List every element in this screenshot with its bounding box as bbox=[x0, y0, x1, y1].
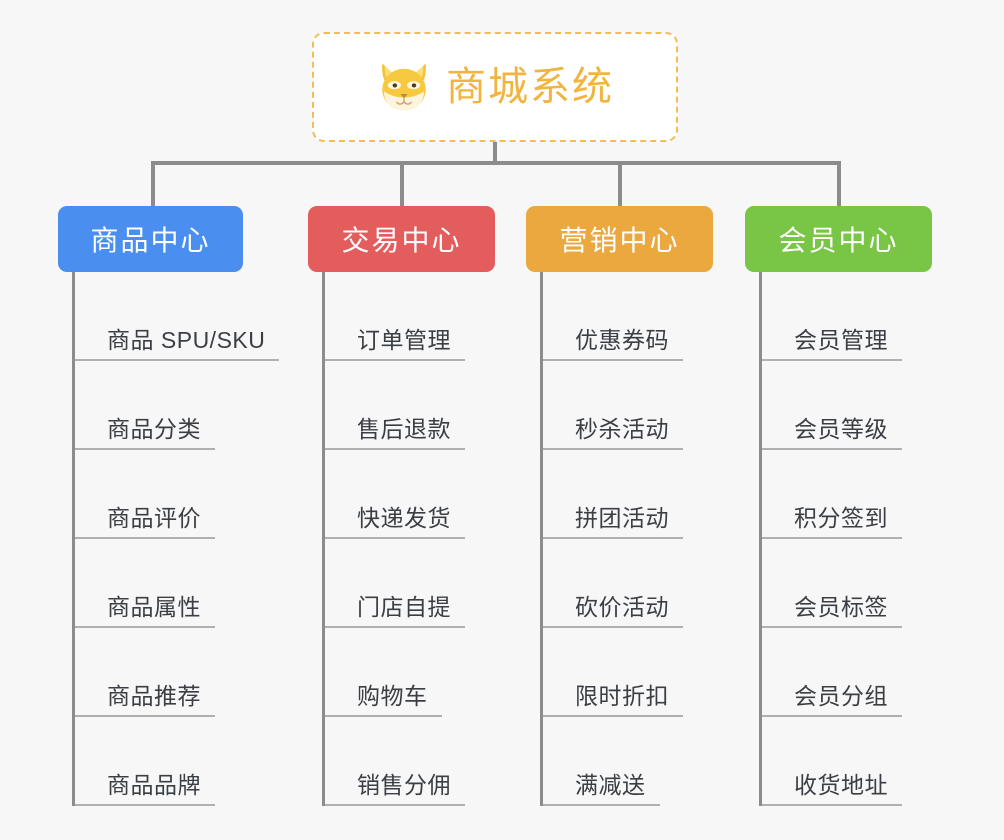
root-node[interactable]: 商城系统 bbox=[312, 32, 678, 142]
leaf-underline bbox=[762, 537, 902, 539]
list-item[interactable]: 购物车 bbox=[325, 628, 516, 717]
leaf-underline bbox=[75, 626, 215, 628]
leaf-underline bbox=[325, 537, 465, 539]
root-title: 商城系统 bbox=[446, 65, 614, 109]
list-item[interactable]: 砍价活动 bbox=[543, 539, 734, 628]
connector-drop-branch-1 bbox=[151, 161, 155, 206]
leaf-underline bbox=[543, 715, 683, 717]
list-item[interactable]: 商品属性 bbox=[75, 539, 288, 628]
leaf-list-4: 会员管理 会员等级 积分签到 会员标签 会员分组 收货地址 bbox=[759, 272, 953, 806]
branch-trade-center: 交易中心 订单管理 售后退款 快递发货 门店自提 购物车 bbox=[308, 206, 516, 806]
leaf-underline bbox=[75, 448, 215, 450]
connector-drop-branch-3 bbox=[618, 161, 622, 206]
leaf-label: 商品属性 bbox=[107, 593, 201, 620]
leaf-label: 限时折扣 bbox=[575, 682, 669, 709]
leaf-underline bbox=[543, 537, 683, 539]
leaf-label: 商品评价 bbox=[107, 504, 201, 531]
list-item[interactable]: 订单管理 bbox=[325, 272, 516, 361]
leaf-underline bbox=[543, 804, 660, 806]
list-item[interactable]: 满减送 bbox=[543, 717, 734, 806]
leaf-label: 秒杀活动 bbox=[575, 415, 669, 442]
branch-header-label-3: 营销中心 bbox=[559, 225, 680, 256]
list-item[interactable]: 拼团活动 bbox=[543, 450, 734, 539]
leaf-underline bbox=[75, 359, 279, 361]
list-item[interactable]: 积分签到 bbox=[762, 450, 953, 539]
leaf-underline bbox=[762, 715, 902, 717]
leaf-underline bbox=[762, 626, 902, 628]
list-item[interactable]: 会员分组 bbox=[762, 628, 953, 717]
list-item[interactable]: 商品品牌 bbox=[75, 717, 288, 806]
connector-drop-branch-4 bbox=[837, 161, 841, 206]
list-item[interactable]: 售后退款 bbox=[325, 361, 516, 450]
branch-marketing-center: 营销中心 优惠券码 秒杀活动 拼团活动 砍价活动 限时折扣 bbox=[526, 206, 734, 806]
list-item[interactable]: 优惠券码 bbox=[543, 272, 734, 361]
list-item[interactable]: 商品评价 bbox=[75, 450, 288, 539]
connector-drop-branch-2 bbox=[400, 161, 404, 206]
leaf-label: 拼团活动 bbox=[575, 504, 669, 531]
leaf-underline bbox=[325, 448, 465, 450]
leaf-label: 售后退款 bbox=[357, 415, 451, 442]
leaf-label: 门店自提 bbox=[357, 593, 451, 620]
branch-member-center: 会员中心 会员管理 会员等级 积分签到 会员标签 会员分组 bbox=[745, 206, 953, 806]
list-item[interactable]: 商品分类 bbox=[75, 361, 288, 450]
leaf-underline bbox=[325, 715, 442, 717]
leaf-label: 商品分类 bbox=[107, 415, 201, 442]
leaf-underline bbox=[75, 537, 215, 539]
leaf-label: 收货地址 bbox=[794, 771, 888, 798]
leaf-underline bbox=[543, 626, 683, 628]
leaf-underline bbox=[325, 804, 465, 806]
leaf-label: 会员分组 bbox=[794, 682, 888, 709]
list-item[interactable]: 商品 SPU/SKU bbox=[75, 272, 288, 361]
leaf-list-3: 优惠券码 秒杀活动 拼团活动 砍价活动 限时折扣 满减送 bbox=[540, 272, 734, 806]
list-item[interactable]: 会员标签 bbox=[762, 539, 953, 628]
leaf-label: 满减送 bbox=[575, 771, 646, 798]
leaf-underline bbox=[762, 448, 902, 450]
leaf-list-2: 订单管理 售后退款 快递发货 门店自提 购物车 销售分佣 bbox=[322, 272, 516, 806]
list-item[interactable]: 收货地址 bbox=[762, 717, 953, 806]
branch-header-3[interactable]: 营销中心 bbox=[526, 206, 713, 272]
leaf-underline bbox=[762, 359, 902, 361]
leaf-label: 销售分佣 bbox=[357, 771, 451, 798]
leaf-underline bbox=[75, 804, 215, 806]
leaf-list-1: 商品 SPU/SKU 商品分类 商品评价 商品属性 商品推荐 商品品牌 bbox=[72, 272, 288, 806]
list-item[interactable]: 会员等级 bbox=[762, 361, 953, 450]
leaf-label: 快递发货 bbox=[357, 504, 451, 531]
leaf-label: 商品 SPU/SKU bbox=[107, 326, 266, 353]
leaf-underline bbox=[325, 359, 465, 361]
leaf-underline bbox=[762, 804, 902, 806]
list-item[interactable]: 快递发货 bbox=[325, 450, 516, 539]
leaf-label: 订单管理 bbox=[357, 326, 451, 353]
branch-header-label-2: 交易中心 bbox=[341, 225, 462, 256]
shiba-dog-face-icon bbox=[376, 60, 432, 114]
leaf-underline bbox=[75, 715, 215, 717]
list-item[interactable]: 秒杀活动 bbox=[543, 361, 734, 450]
leaf-label: 购物车 bbox=[357, 682, 428, 709]
leaf-label: 砍价活动 bbox=[575, 593, 669, 620]
list-item[interactable]: 门店自提 bbox=[325, 539, 516, 628]
list-item[interactable]: 销售分佣 bbox=[325, 717, 516, 806]
branch-header-label-4: 会员中心 bbox=[778, 225, 899, 256]
connector-root-stem bbox=[493, 142, 497, 164]
list-item[interactable]: 限时折扣 bbox=[543, 628, 734, 717]
leaf-label: 商品品牌 bbox=[107, 771, 201, 798]
leaf-underline bbox=[325, 626, 465, 628]
leaf-label: 会员等级 bbox=[794, 415, 888, 442]
branch-header-1[interactable]: 商品中心 bbox=[58, 206, 243, 272]
branch-product-center: 商品中心 商品 SPU/SKU 商品分类 商品评价 商品属性 商品推荐 bbox=[58, 206, 288, 806]
leaf-label: 会员标签 bbox=[794, 593, 888, 620]
leaf-label: 会员管理 bbox=[794, 326, 888, 353]
leaf-label: 优惠券码 bbox=[575, 326, 669, 353]
leaf-underline bbox=[543, 448, 683, 450]
list-item[interactable]: 会员管理 bbox=[762, 272, 953, 361]
branch-header-2[interactable]: 交易中心 bbox=[308, 206, 495, 272]
leaf-label: 积分签到 bbox=[794, 504, 888, 531]
leaf-underline bbox=[543, 359, 683, 361]
leaf-label: 商品推荐 bbox=[107, 682, 201, 709]
branch-header-label-1: 商品中心 bbox=[90, 225, 211, 256]
list-item[interactable]: 商品推荐 bbox=[75, 628, 288, 717]
branch-header-4[interactable]: 会员中心 bbox=[745, 206, 932, 272]
connector-horizontal-bus bbox=[151, 161, 841, 165]
